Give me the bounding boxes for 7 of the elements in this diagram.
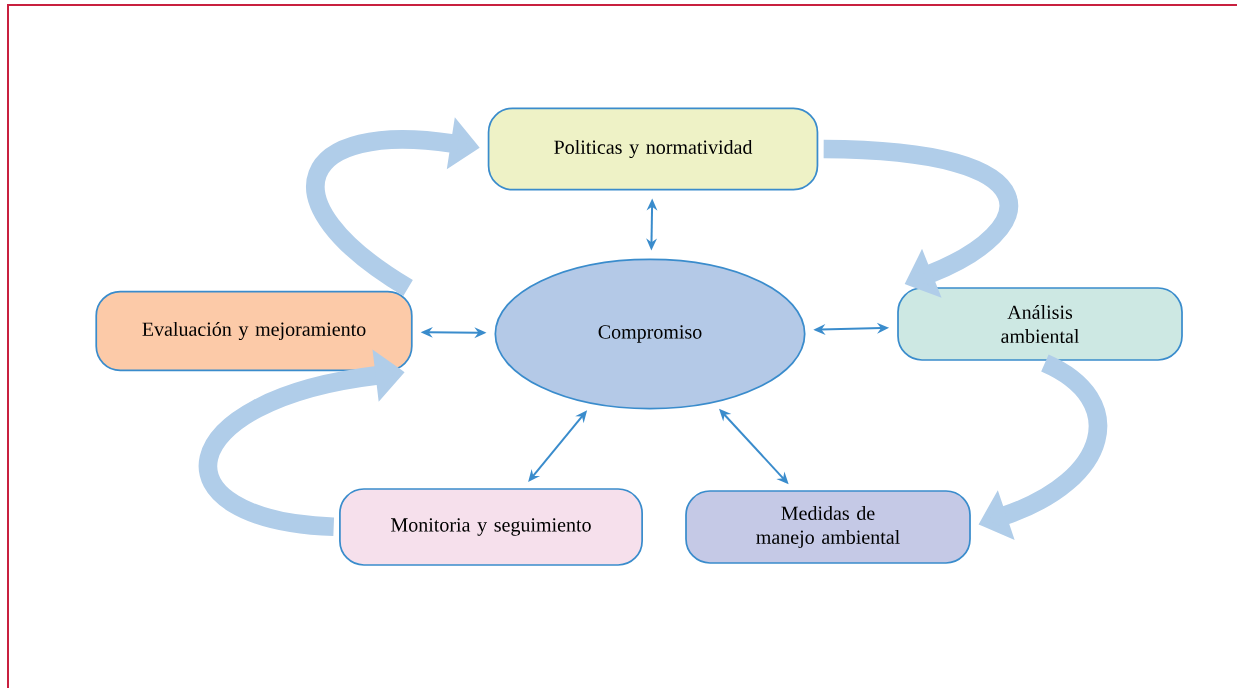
rounded-box: Evaluación y mejoramiento <box>95 290 413 372</box>
rounded-box: Politicas y normatividad <box>487 107 819 191</box>
ellipse-node: Compromiso <box>494 258 806 410</box>
rounded-box: Medidas de manejo ambiental <box>685 490 971 564</box>
curved-block-arrow <box>823 139 1018 298</box>
rounded-box: Análisis ambiental <box>897 287 1183 361</box>
rounded-box: Monitoria y seguimiento <box>339 488 643 566</box>
